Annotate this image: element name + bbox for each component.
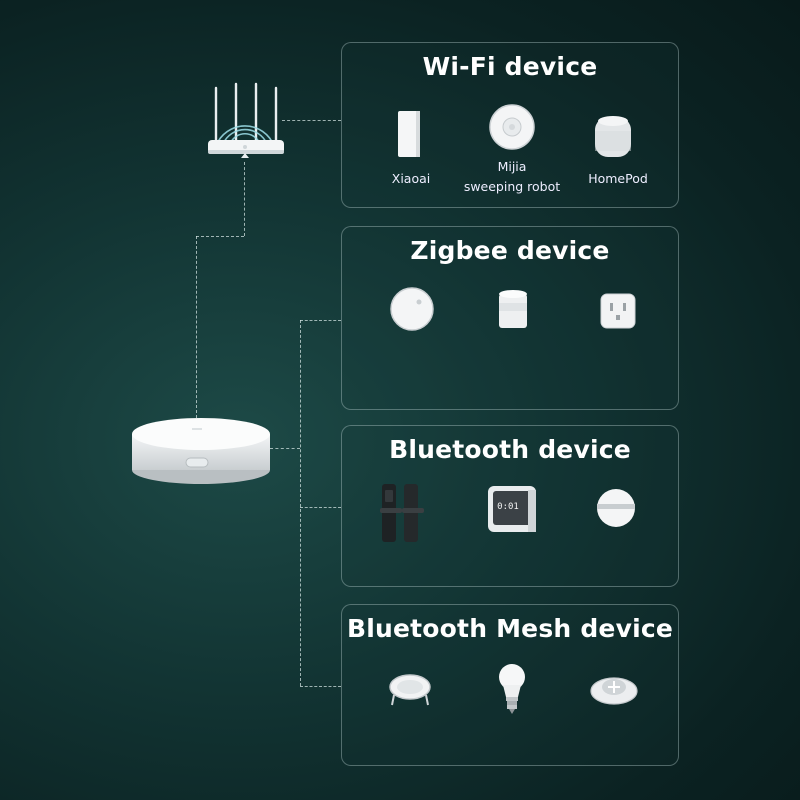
door-lock-icon — [380, 484, 424, 542]
device-label: HomePod — [588, 171, 648, 186]
bluetooth-mesh-device-panel: Bluetooth Mesh device — [341, 604, 679, 766]
panel-title: Bluetooth Mesh device — [346, 614, 674, 643]
downlight-icon — [389, 674, 431, 706]
router-wifi-link — [282, 120, 341, 121]
panel-title: Wi-Fi device — [422, 52, 598, 81]
robot-vacuum-icon — [489, 104, 535, 150]
router-hub-link-h — [196, 236, 244, 237]
bus-zigbee-link — [300, 320, 341, 321]
clock-display-icon — [488, 486, 536, 532]
panel-title: Zigbee device — [410, 236, 610, 265]
zigbee-device-panel: Zigbee device — [341, 226, 679, 410]
clock-display-text: 0:01 — [497, 502, 519, 512]
spotlight-icon — [590, 677, 638, 705]
gateway-hub-icon — [132, 418, 270, 484]
router-icon — [208, 82, 284, 158]
night-light-icon — [597, 489, 635, 527]
smart-plug-icon — [600, 293, 636, 329]
panel-title: Bluetooth device — [389, 435, 631, 464]
device-label: Xiaoai — [391, 171, 431, 186]
bus-bluetooth-link — [300, 507, 341, 508]
bulb-icon — [499, 664, 525, 714]
bluetooth-device-panel: Bluetooth device 0:01 — [341, 425, 679, 587]
round-sensor-icon — [390, 287, 434, 331]
wifi-device-panel: Wi-Fi device Xiaoai Mijia sweeping robot… — [341, 42, 679, 208]
bus-mesh-link — [300, 686, 341, 687]
router-hub-link — [196, 236, 197, 418]
cylinder-sensor-icon — [499, 290, 527, 328]
device-label: Mijia sweeping robot — [463, 159, 561, 194]
speaker-icon — [398, 111, 420, 157]
hub-bus-link — [270, 448, 300, 449]
homepod-icon — [595, 116, 631, 157]
bus-line — [300, 320, 301, 686]
router-up-link — [244, 162, 245, 236]
